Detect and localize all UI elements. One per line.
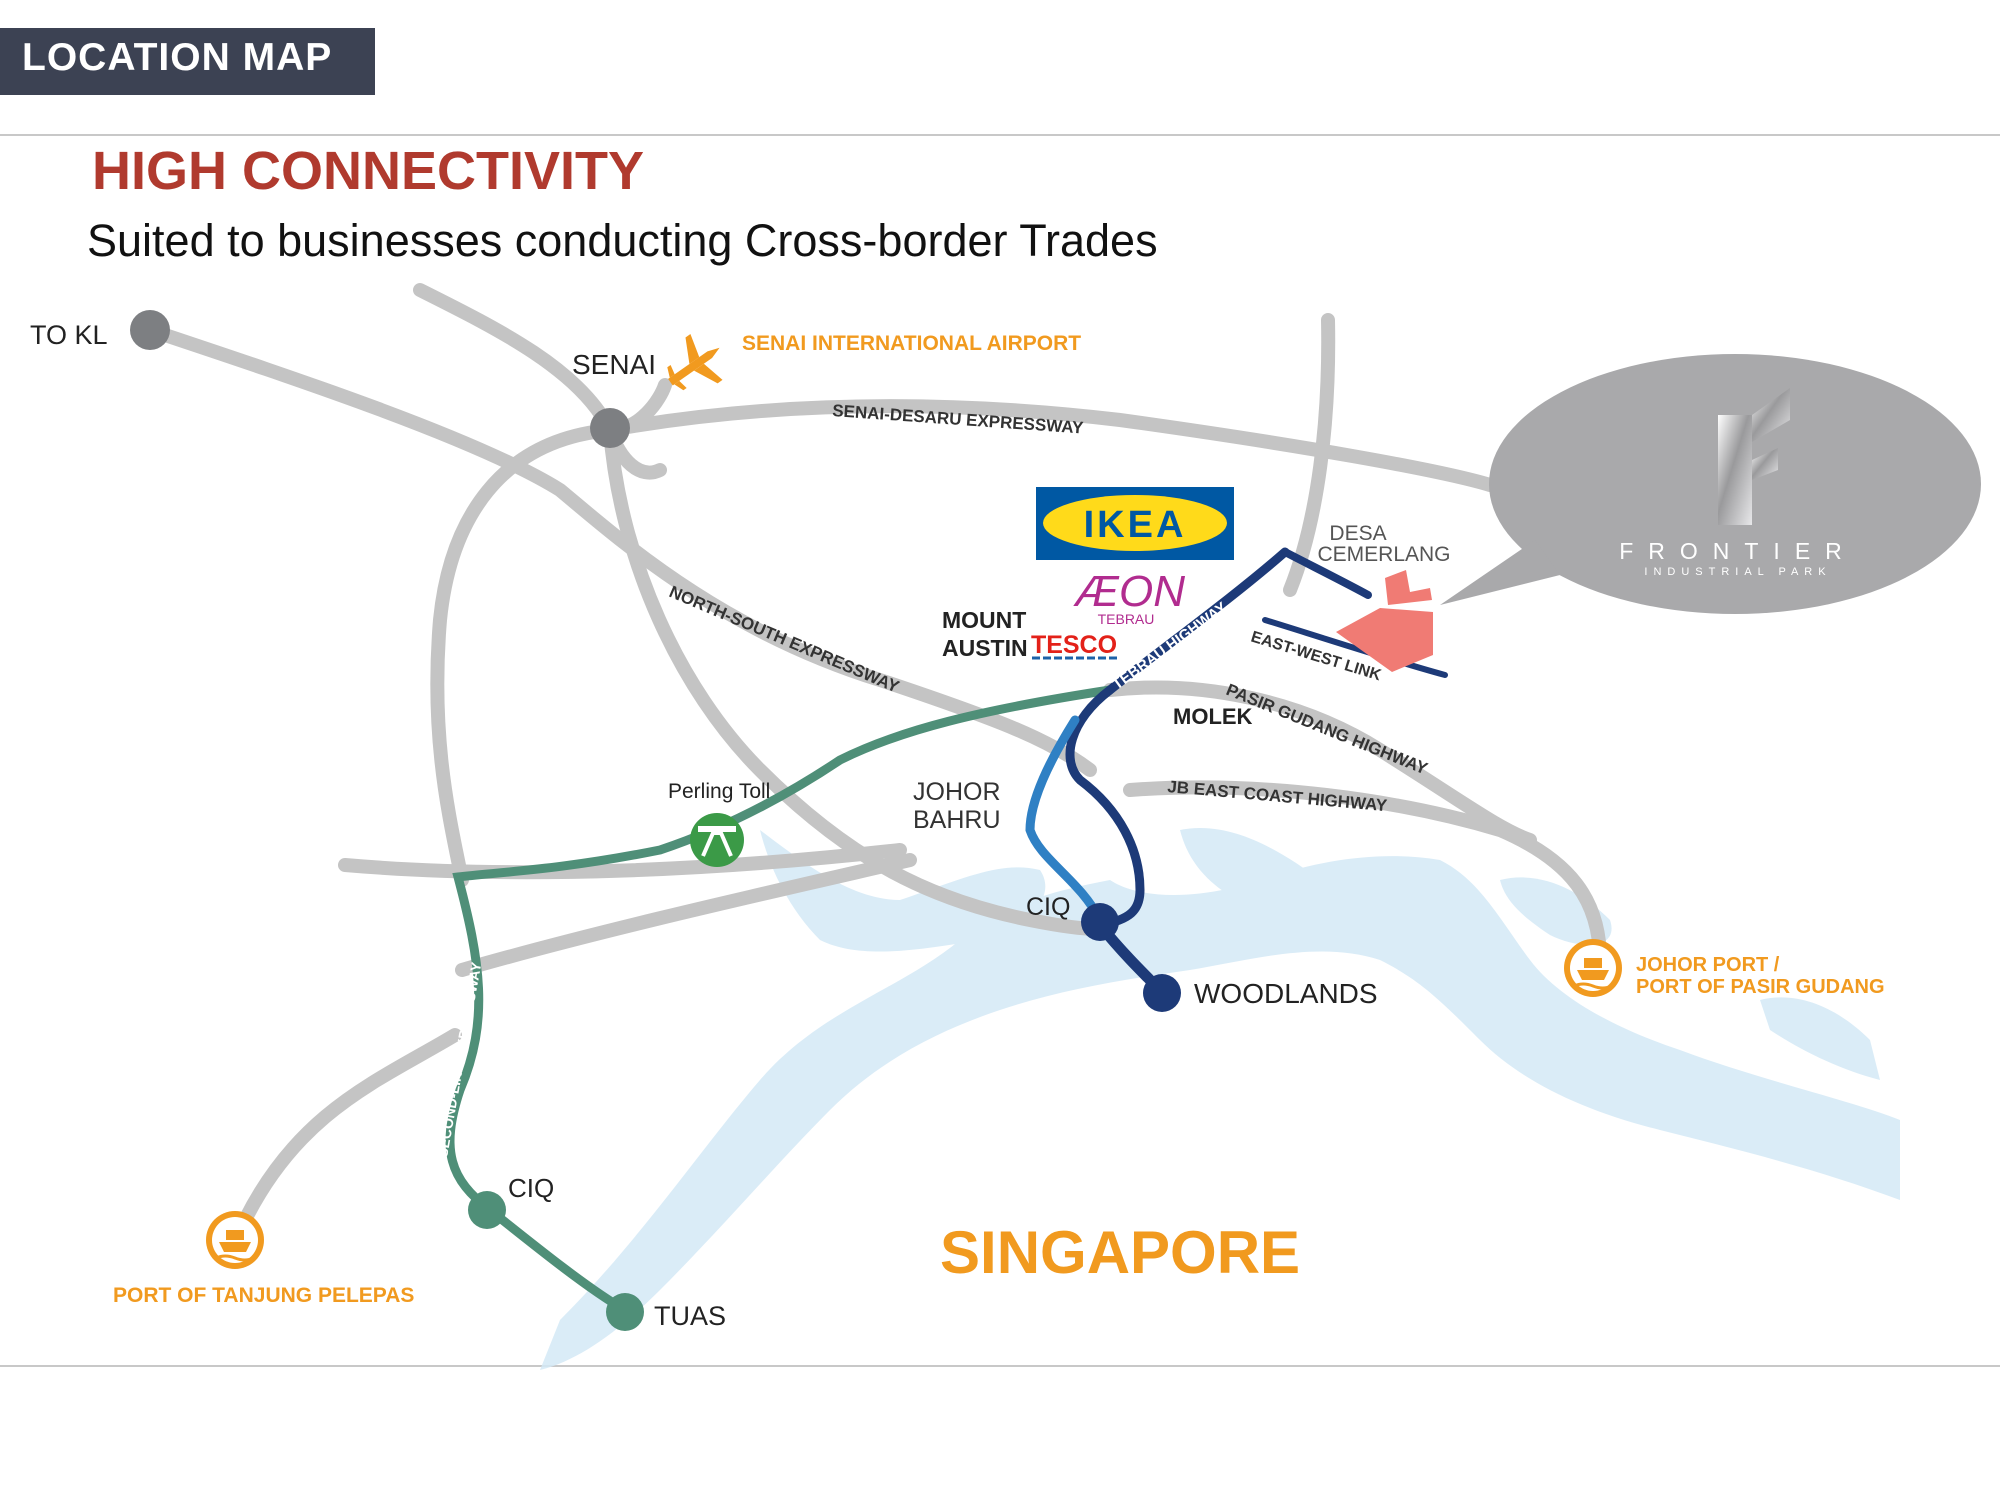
label-tuas: TUAS [654,1301,726,1331]
senai-loop [413,283,667,480]
woodlands-node [1143,974,1181,1012]
tuas-node [606,1293,644,1331]
frontier-callout [1440,354,1981,614]
label-desa-1: DESA [1329,522,1386,545]
jb-east-coast-highway [1123,780,1607,967]
road-jb-east-coast: JB EAST COAST HIGHWAY [1167,777,1389,815]
label-mount-2: AUSTIN [942,635,1028,661]
top-divider [0,134,2000,136]
label-singapore: SINGAPORE [940,1219,1300,1286]
pelepas-road [238,1028,462,1227]
airplane-icon [667,334,723,391]
label-ciq-south: CIQ [508,1173,554,1203]
label-jb-1: JOHOR [913,778,1001,806]
frontier-sub: INDUSTRIAL PARK [1644,566,1831,578]
senai-desaru-expressway [603,399,1497,492]
section-label: LOCATION MAP [22,36,333,79]
ciq-south-node [468,1191,506,1229]
ship-icon [206,1211,264,1269]
page-title: HIGH CONNECTIVITY [92,141,645,201]
to-kl-node [130,310,170,350]
page-subtitle: Suited to businesses conducting Cross-bo… [87,215,1158,266]
label-ciq-north: CIQ [1026,893,1070,921]
toll-plaza-icon [690,813,744,867]
lower-link [455,853,917,977]
road-north-south: NORTH-SOUTH EXPRESSWAY [666,582,902,697]
road-pasir-gudang: PASIR GUDANG HIGHWAY [1224,680,1431,779]
label-woodlands: WOODLANDS [1194,978,1378,1009]
aeon-wordmark: ÆON [1073,567,1185,616]
label-molek: MOLEK [1173,704,1253,729]
label-senai: SENAI [572,349,656,380]
grey-road-network [143,283,1607,1227]
johor-strait-water [540,828,1900,1370]
label-desa-2: CEMERLANG [1317,543,1450,566]
bottom-divider [0,1365,2000,1367]
ikea-logo [1036,487,1234,560]
label-port-pelepas: PORT OF TANJUNG PELEPAS [113,1284,414,1307]
north-south-expressway [143,323,1097,777]
label-johor-port-1: JOHOR PORT / [1636,954,1780,976]
label-to-kl: TO KL [30,320,108,350]
label-jb-2: BAHRU [913,806,1001,834]
senai-spur [603,423,1117,937]
frontier-site [1336,570,1433,672]
western-ring-road [430,423,617,887]
frontier-wordmark: FRONTIER [1619,538,1857,564]
ciq-north-node [1081,903,1119,941]
frontier-logo-mark [1718,415,1752,525]
western-link [338,843,907,880]
label-mount-1: MOUNT [942,607,1026,633]
east-west-link [1262,617,1448,678]
senai-node [590,408,630,448]
road-second-link: SECOND-LINK EXPRESSWAY [434,960,484,1158]
label-perling-toll: Perling Toll [668,780,770,803]
label-senai-airport: SENAI INTERNATIONAL AIRPORT [742,332,1081,355]
aeon-sub: TEBRAU [1098,611,1155,627]
label-johor-port-2: PORT OF PASIR GUDANG [1636,976,1885,998]
ikea-wordmark: IKEA [1084,504,1187,546]
tesco-wordmark: TESCO [1031,631,1117,659]
ship-icon [1564,939,1622,997]
header-bar [0,28,375,95]
